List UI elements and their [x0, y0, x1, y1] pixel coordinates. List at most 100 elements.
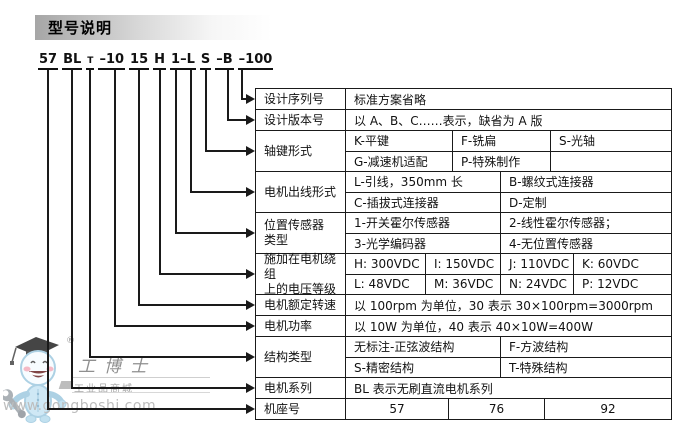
table-row: 电机功率以 10W 为单位，40 表示 40×10W=400W [256, 315, 671, 336]
connector-vline [205, 70, 207, 152]
section-title: 型号说明 [48, 19, 113, 37]
connector-hline [175, 232, 246, 234]
code-dash: – [216, 52, 223, 67]
connector-vline [159, 70, 161, 275]
table-cell: L-引线，350mm 长 [354, 175, 463, 190]
table-row: 电机出线形式 L-引线，350mm 长 B-螺纹式连接器 C-插拔式连接器 D-定制 [256, 171, 671, 212]
table-cell [550, 151, 671, 171]
section-title-bar: 型号说明 [35, 15, 272, 40]
registered-mark: ® [66, 336, 75, 346]
table-row: 设计版本号以 A、B、C……表示，缺省为 A 版 [256, 109, 671, 130]
table-cell: 标准方案省略 [354, 92, 427, 107]
table-cell: S-精密结构 [354, 360, 414, 375]
code-dash: – [180, 52, 187, 67]
table-cell: 以 10W 为单位，40 表示 40×10W=400W [354, 319, 593, 334]
table-cell: P: 12VDC [573, 274, 671, 294]
watermark-sub-brand: 工业品商城 [74, 384, 134, 395]
table-cell: 4-无位置传感器 [500, 233, 671, 253]
table-cell: 1-开关霍尔传感器 [354, 216, 450, 231]
code-segment-S: S [200, 52, 211, 67]
row-label: 设计序列号 [256, 89, 346, 109]
gongboshi-mascot-icon [3, 337, 67, 423]
connector-vline [89, 70, 91, 358]
table-cell: C-插拔式连接器 [354, 195, 439, 210]
connector-hline [190, 191, 246, 193]
connector-arrow [246, 94, 255, 104]
code-segment-1: 1 [171, 52, 181, 67]
connector-vline [227, 70, 229, 121]
table-row: 位置传感器类型 1-开关霍尔传感器 2-线性霍尔传感器； 3-光学编码器 4-无位置传感… [256, 212, 671, 253]
connector-arrow [246, 269, 255, 279]
code-segment-15: 15 [130, 52, 149, 67]
connector-arrow [246, 187, 255, 197]
row-label: 电机出线形式 [256, 172, 346, 212]
code-group: S [199, 52, 212, 70]
connector-hline [205, 150, 246, 152]
table-cell: 以 A、B、C……表示，缺省为 A 版 [354, 113, 543, 128]
watermark-flag-icon [58, 381, 74, 389]
table-cell: N: 24VDC [500, 274, 573, 294]
table-cell: G-减速机适配 [354, 154, 428, 169]
code-group: –10 [98, 52, 126, 70]
code-segment-BL: BL [63, 52, 82, 67]
table-cell: S-光轴 [550, 131, 671, 151]
table-cell: 2-线性霍尔传感器； [500, 213, 671, 233]
connector-vline [138, 70, 140, 306]
code-group: H [153, 52, 167, 70]
row-label: 位置传感器类型 [256, 213, 346, 253]
table-row: 电机额定转速以 100rpm 为单位，30 表示 30×100rpm=3000r… [256, 294, 671, 315]
row-label: 施加在电机绕组上的电压等级 [256, 252, 346, 296]
code-group: 1–L [170, 52, 196, 70]
code-dash: – [238, 52, 246, 67]
table-cell: 76 [448, 399, 544, 419]
connector-arrow [246, 115, 255, 125]
connector-arrow [246, 228, 255, 238]
table-cell: H: 300VDC [354, 256, 420, 271]
row-label: 机座号 [256, 399, 346, 419]
code-group: –100 [237, 52, 274, 70]
code-group: 15 [129, 52, 150, 70]
table-row: 设计序列号标准方案省略 [256, 89, 671, 109]
table-cell: F-铣扁 [452, 131, 550, 151]
table-cell: 以 100rpm 为单位，30 表示 30×100rpm=3000rpm [354, 298, 653, 313]
row-label: 电机系列 [256, 378, 346, 398]
code-segment-L: L [186, 52, 195, 67]
code-segment-B: B [222, 52, 233, 67]
code-segment-10: 10 [105, 52, 125, 67]
code-group: –B [215, 52, 234, 70]
table-cell: L: 48VDC [354, 277, 410, 292]
table-cell: J: 110VDC [500, 254, 573, 274]
row-label: 设计版本号 [256, 110, 346, 130]
table-cell: P-特殊制作 [452, 151, 550, 171]
connector-hline [227, 119, 246, 121]
row-label: 轴键形式 [256, 131, 346, 171]
table-cell: M: 36VDC [425, 274, 500, 294]
watermark: ® 工博士 工业品商城 www.gongboshi.com [0, 330, 260, 427]
code-segment-H: H [154, 52, 166, 67]
table-row: 电机系列 BL 表示无刷直流电机系列 [256, 377, 671, 398]
table-cell: D-定制 [500, 192, 671, 212]
watermark-divider [72, 377, 210, 378]
connector-hline [241, 98, 246, 100]
table-cell: 3-光学编码器 [354, 236, 426, 251]
table-cell: F-方波结构 [500, 337, 671, 357]
connector-hline [138, 304, 246, 306]
watermark-brand: 工博士 [78, 357, 156, 377]
table-cell: B-螺纹式连接器 [500, 172, 671, 192]
table-cell: BL 表示无刷直流电机系列 [354, 381, 493, 396]
table-cell: 92 [544, 399, 671, 419]
row-label: 电机功率 [256, 316, 346, 336]
code-segment-100: 100 [245, 52, 273, 67]
connector-arrow [246, 300, 255, 310]
code-group: T [86, 56, 95, 70]
connector-vline [190, 70, 192, 193]
table-cell: K-平键 [354, 134, 389, 149]
code-segment-T: T [87, 56, 94, 66]
connector-vline [175, 70, 177, 234]
